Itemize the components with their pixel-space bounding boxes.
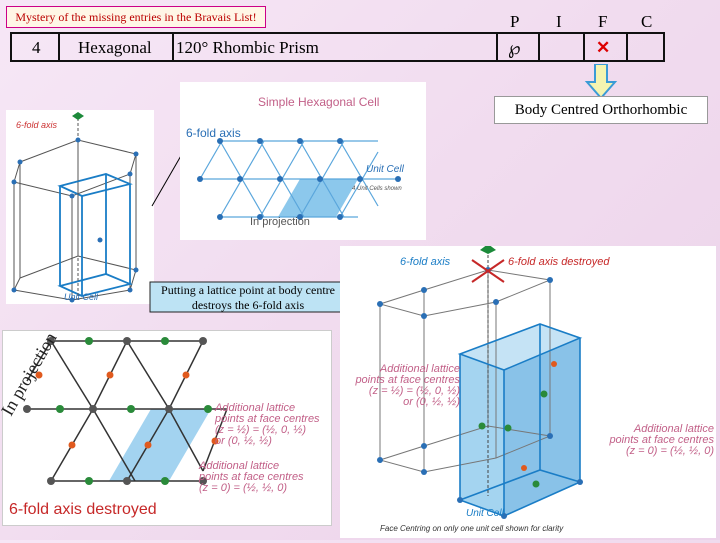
left-unit-cell-label: Unit Cell [64,292,99,302]
down-arrow-icon [584,64,618,100]
face-centred-cell-diagram [377,244,583,519]
col-header-f: F [598,12,608,31]
cell3d-axis-label: 6-fold axis [400,256,451,268]
bravais-row: 4 Hexagonal 120° Rhombic Prism ℘ ✕ [10,32,665,62]
p-mark: ℘ [508,38,521,58]
hexagonal-prism-diagram [11,112,139,303]
left-axis-label: 6-fold axis [16,120,58,130]
row-shape: 120° Rhombic Prism [176,38,319,57]
hex-cell-title: Simple Hexagonal Cell [258,95,380,109]
cell3d-unit-cell-label: Unit Cell [466,508,504,519]
arrow-caption: Putting a lattice point at body centre d… [161,283,335,312]
left-cell-panel: 6-fold axis Unit Cell [6,110,154,304]
result-label: Body Centred Orthorhombic [494,96,708,124]
projection-label-bottom: Additional lattice points at face centre… [199,460,304,494]
hex-note: 4 Unit Cells shown [352,186,402,192]
f-cross-mark: ✕ [596,38,611,57]
projection-lattice-diagram [23,337,228,485]
projection-panel: In projection Additional lattice points … [0,329,332,526]
row-system: Hexagonal [78,38,152,57]
cell3d-label-right: Additional lattice points at face centre… [609,423,714,457]
col-header-p: P [510,12,520,31]
hex-cell-panel: Simple Hexagonal Cell 6-fold axis Unit C… [180,82,426,240]
cell3d-destroyed-label: 6-fold axis destroyed [508,256,610,268]
projection-destroyed-label: 6-fold axis destroyed [9,501,157,518]
row-number: 4 [32,38,41,57]
page-title: Mystery of the missing entries in the Br… [6,6,266,28]
cell3d-label-left: Additional lattice points at face centre… [355,363,460,408]
col-header-c: C [641,12,653,31]
cell3d-footnote: Face Centring on only one unit cell show… [380,524,564,533]
hex-projection-label: In projection [250,216,310,228]
hex-projection-diagram [197,138,401,220]
hex-unit-cell-label: Unit Cell [366,164,404,175]
projection-label-top: Additional lattice points at face centre… [215,402,320,447]
col-header-i: I [556,12,562,31]
connector-line [151,153,183,207]
hex-axis-label: 6-fold axis [186,126,241,140]
cell3d-panel: 6-fold axis 6-fold axis destroyed Additi… [340,244,716,538]
